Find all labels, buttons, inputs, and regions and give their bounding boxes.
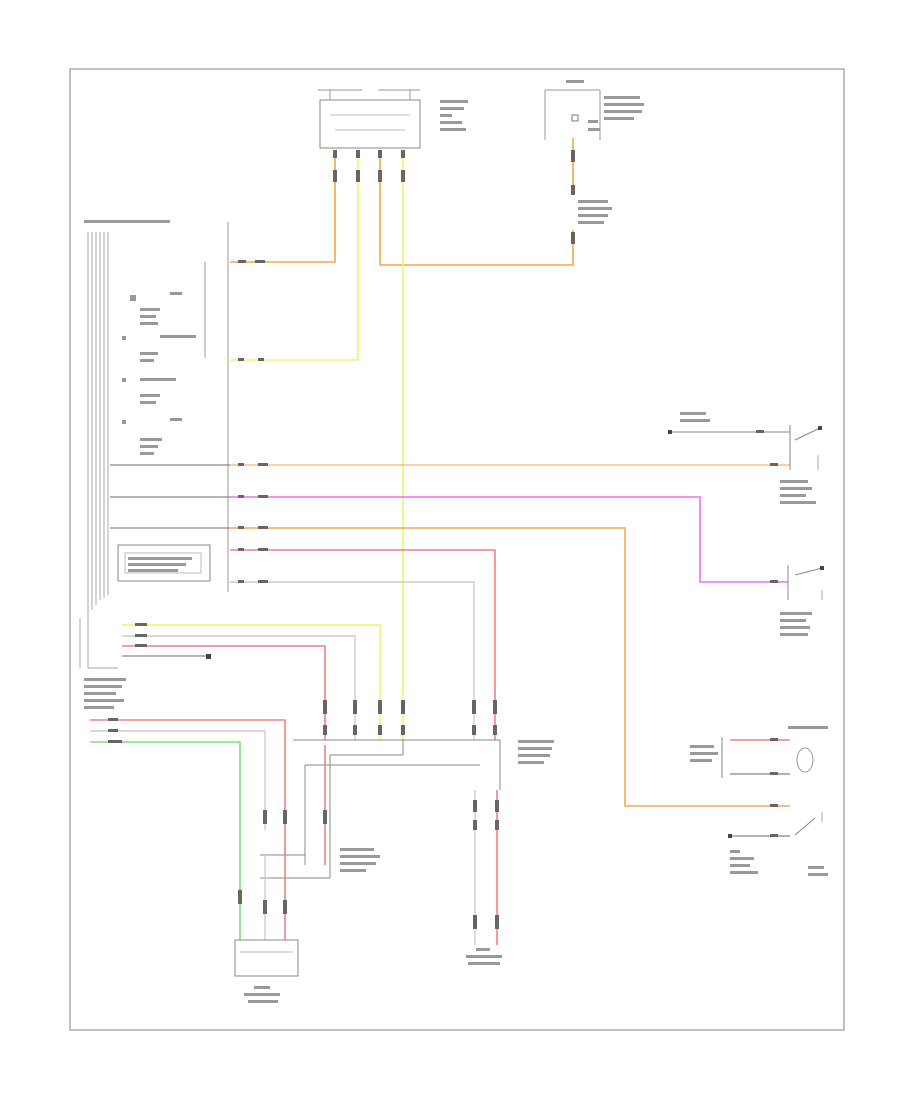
top-connector-pins: [333, 150, 405, 182]
sensor-right-lower-label: [690, 726, 828, 762]
wire-white-bottom: [90, 730, 266, 830]
wire-violet: [230, 496, 788, 583]
switch-right-middle: [787, 565, 824, 600]
wire-tags: [108, 260, 778, 837]
ecu-title: [84, 220, 170, 223]
wire-yellow-ecu: [230, 150, 359, 361]
wire-orange-ecu: [230, 150, 336, 263]
switch-right-upper-label: [680, 412, 816, 504]
ecu-inner-components: [122, 292, 196, 455]
main-body-ecu: [87, 222, 229, 669]
wire-orange-right: [230, 527, 790, 807]
junction-pins: [238, 150, 575, 929]
wire-white-lower: [122, 635, 356, 740]
connector-bottom: [234, 939, 299, 977]
ecu-bottom-label: [84, 678, 126, 709]
wire-orange-relay: [379, 150, 574, 266]
wire-green-bottom: [90, 741, 241, 940]
relay-label: [588, 96, 644, 131]
ground-terminal: [206, 654, 211, 659]
wire-yellow-lower: [122, 624, 381, 740]
junction-bottom-label: [466, 948, 502, 965]
sensor-right-lower: [721, 737, 814, 778]
combination-meter-label: [440, 100, 468, 131]
wire-red-lower: [122, 645, 326, 740]
wire-white-ecu: [230, 581, 475, 740]
combination-meter-connector: [318, 89, 421, 149]
switch-right-upper: [668, 425, 822, 470]
switch-bottom-right-label: [730, 850, 828, 876]
switch-bottom-right: [728, 812, 823, 838]
relay-lower-label: [578, 200, 612, 224]
junction-lower-label: [340, 848, 380, 872]
switch-right-middle-label: [780, 612, 812, 636]
junction-label: [518, 740, 554, 764]
diagram-frame: [69, 68, 845, 1031]
junction-connector-center: [260, 739, 501, 879]
wire-red-ecu: [230, 549, 496, 740]
ecu-inner-box: [117, 544, 211, 582]
connector-bottom-label: [244, 986, 280, 1003]
relay-connector: [544, 80, 601, 140]
